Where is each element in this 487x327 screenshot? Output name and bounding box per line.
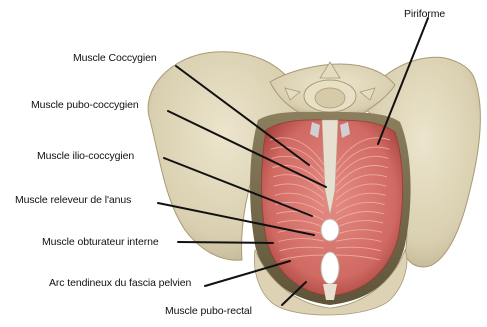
leader-line-obturateur [178, 242, 273, 243]
label-muscle-obturateur-interne: Muscle obturateur interne [42, 236, 159, 248]
label-muscle-coccygien: Muscle Coccygien [73, 52, 157, 64]
label-muscle-pubo-coccygien: Muscle pubo-coccygien [31, 99, 139, 111]
label-arc-tendineux: Arc tendineux du fascia pelvien [49, 277, 191, 289]
urogenital-opening [321, 252, 339, 284]
label-piriforme: Piriforme [404, 8, 445, 20]
label-muscle-ilio-coccygien: Muscle ilio-coccygien [37, 150, 134, 162]
label-muscle-releveur-anus: Muscle releveur de l'anus [15, 194, 131, 206]
label-muscle-pubo-rectal: Muscle pubo-rectal [165, 305, 252, 317]
anal-opening [321, 219, 339, 241]
